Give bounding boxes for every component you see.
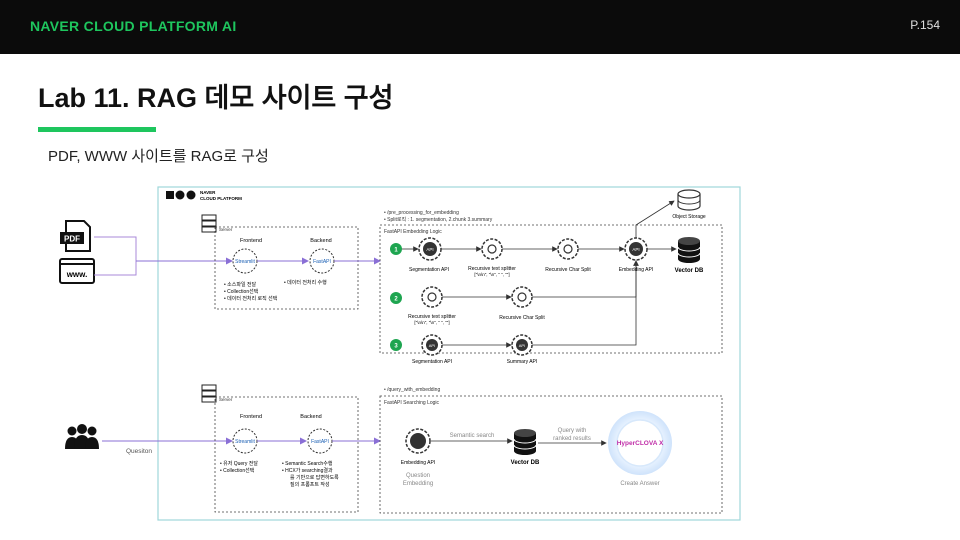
bottom-frontend-note-1: • 유저 Query 전달 (220, 460, 258, 467)
brand-label: NAVER CLOUD PLATFORM AI (30, 18, 237, 34)
search-logic-box (379, 395, 723, 514)
top-frontend-note-1: • 소스파일 전달 (224, 281, 257, 288)
diagram-frame (157, 186, 741, 521)
top-bar: NAVER CLOUD PLATFORM AI P.154 (0, 0, 960, 54)
title-underline (38, 127, 156, 132)
split-note: • Split로직 : 1. segmentation, 2.chunk 3.s… (384, 216, 493, 223)
search-vector-db-label: Vector DB (511, 460, 540, 466)
question-label: Quesiton (126, 448, 152, 455)
object-storage-label: Object Storage (672, 214, 706, 220)
streamlit-label-bottom: Streamlit (235, 439, 255, 445)
top-backend-note-1: • 데이터 전처리 수행 (284, 279, 327, 286)
server-label-top: Server (219, 227, 233, 232)
top-frontend-note-2: • Collection선택 (224, 288, 259, 295)
logo-line1: NAVER (200, 190, 216, 195)
segmentation-api-gear-icon: API (418, 237, 442, 261)
svg-text:API: API (519, 343, 525, 348)
frontend-label-top: Frontend (240, 238, 262, 244)
svg-text:API: API (426, 247, 433, 252)
users-icon (65, 424, 99, 449)
semantic-search-label: Semantic search (450, 433, 495, 439)
svg-text:1: 1 (394, 248, 398, 254)
bottom-server-box (214, 396, 359, 513)
create-answer-label: Create Answer (620, 481, 659, 487)
svg-text:2: 2 (394, 297, 398, 303)
search-vector-db-icon (513, 429, 537, 455)
bottom-backend-note-2: • HCX가 searching결과 (282, 467, 333, 474)
row2-recursive-char-split-gear-icon (511, 286, 533, 308)
query-with-line2: ranked results (553, 436, 591, 442)
row1-seg-label: Segmentation API (409, 267, 449, 273)
architecture-diagram: NAVER CLOUD PLATFORM PDF www. Quesiton S… (38, 185, 760, 523)
pdf-icon: PDF (60, 220, 91, 252)
hyperclova-x-icon (608, 411, 672, 475)
row2-rcs-label: Recursive Char Split (499, 315, 545, 321)
object-storage-icon (677, 189, 701, 211)
query-with-line1: Query with (558, 428, 587, 434)
embedding-path-label: • /pre_processing_for_embedding (384, 210, 459, 216)
row3-segmentation-api-gear-icon: API (421, 334, 443, 356)
search-path-label: • /query_with_embedding (384, 387, 440, 393)
streamlit-label-top: Streamlit (235, 259, 255, 265)
recursive-text-splitter-gear-icon (481, 238, 503, 260)
search-box-label: FastAPI Searching Logic (384, 400, 440, 406)
embedding-box-label: FastAPI Embedding Logic (384, 229, 442, 235)
pdf-label: PDF (64, 235, 80, 244)
www-icon: www. (59, 258, 95, 284)
vector-db-label: Vector DB (675, 268, 704, 274)
logo-line2: CLOUD PLATFORM (200, 196, 242, 201)
backend-label-top: Backend (310, 238, 331, 244)
frontend-label-bottom: Frontend (240, 414, 262, 420)
svg-text:3: 3 (394, 344, 398, 350)
top-server-box (214, 226, 359, 310)
fastapi-label-top: FastAPI (313, 259, 331, 265)
bottom-backend-note-1: • Semantic Search수행 (282, 460, 333, 467)
backend-label-bottom: Backend (300, 414, 321, 420)
fastapi-label-bottom: FastAPI (311, 439, 329, 445)
bottom-backend-note-3: 를 기반으로 답변하도록 (290, 474, 339, 481)
server-icon-top (201, 214, 217, 233)
slide-subtitle: PDF, WWW 사이트를 RAG로 구성 (48, 148, 269, 165)
row3-sum-label: Summary API (507, 359, 538, 365)
embedding-logic-box (379, 224, 723, 354)
server-label-bottom: Server (219, 397, 233, 402)
row2-recursive-text-splitter-gear-icon (421, 286, 443, 308)
hyperclova-x-label: HyperCLOVA X (617, 440, 664, 447)
bottom-backend-note-4: 질의 프롬프트 작성 (290, 481, 330, 488)
slide-title: Lab 11. RAG 데모 사이트 구성 (38, 83, 394, 113)
row1-rts-label: Recursive text splitter (468, 266, 516, 272)
step-2-badge (390, 292, 402, 304)
top-frontend-note-3: • 데이터 전처리 로직 선택 (224, 295, 278, 302)
query-embedding-api-gear-icon (405, 428, 431, 454)
www-label: www. (66, 270, 88, 279)
row1-rcs-label: Recursive Char Split (545, 267, 591, 273)
naver-cloud-logo: NAVER CLOUD PLATFORM (166, 190, 242, 201)
page-number: P.154 (910, 18, 940, 32)
embedding-api-gear-icon: API (624, 237, 648, 261)
row2-rts-sep: ["\n\n", "\n", " ", ""] (414, 320, 449, 325)
bottom-frontend-note-2: • Collection선택 (220, 467, 255, 474)
summary-api-gear-icon: API (511, 334, 533, 356)
search-embedding-api-label: Embedding API (401, 460, 435, 466)
recursive-char-split-gear-icon (557, 238, 579, 260)
svg-text:API: API (429, 343, 435, 348)
question-embedding-line1: Question (406, 473, 430, 479)
svg-text:API: API (632, 247, 639, 252)
row3-seg-label: Segmentation API (412, 359, 452, 365)
row1-rts-sep: ["\n\n", "\n", " ", ""] (474, 272, 509, 277)
server-icon-bottom (201, 384, 217, 403)
vector-db-icon (677, 237, 701, 263)
question-embedding-line2: Embedding (403, 481, 433, 487)
step-3-badge (390, 339, 402, 351)
row2-rts-label: Recursive text splitter (408, 314, 456, 320)
step-1-badge (390, 243, 402, 255)
